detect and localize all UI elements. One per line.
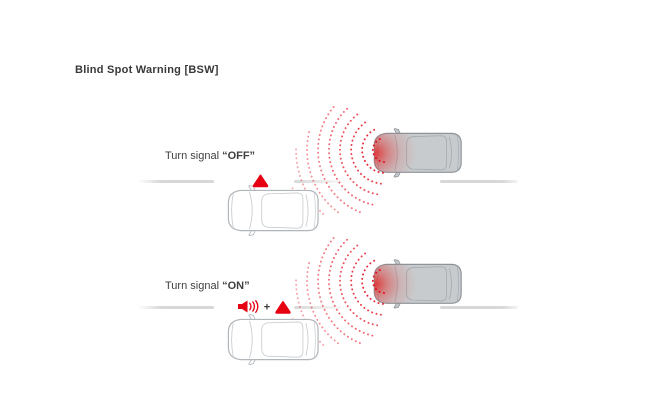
scenario-turn-signal-on: + [228,236,462,365]
bsw-warning-triangle-icon [252,174,269,188]
detection-glow [374,264,417,304]
lane-marking-right-1 [440,180,518,183]
lane-marking-right-2 [440,306,518,309]
label-state: “OFF” [222,150,256,162]
lane-marking-left-1 [138,180,214,183]
turn-signal-on-label: Turn signal “ON” [165,280,250,292]
detection-glow [374,133,417,173]
bsw-warning-triangle-icon [275,301,291,314]
plus-sign: + [264,302,270,314]
detected-vehicle [374,128,462,178]
page-title: Blind Spot Warning [BSW] [75,64,219,76]
label-prefix: Turn signal [165,280,223,292]
label-state: “ON” [222,280,250,292]
audible-alert-speaker-icon [237,299,259,314]
lane-marking-left-2 [138,306,214,309]
subject-vehicle [228,185,319,236]
detected-vehicle [374,259,462,309]
subject-vehicle [228,314,319,365]
lane-marking-mid-2 [294,306,352,309]
label-prefix: Turn signal [165,150,223,162]
scenario-turn-signal-off [228,105,462,236]
lane-marking-mid-1 [294,180,352,183]
turn-signal-off-label: Turn signal “OFF” [165,150,255,162]
